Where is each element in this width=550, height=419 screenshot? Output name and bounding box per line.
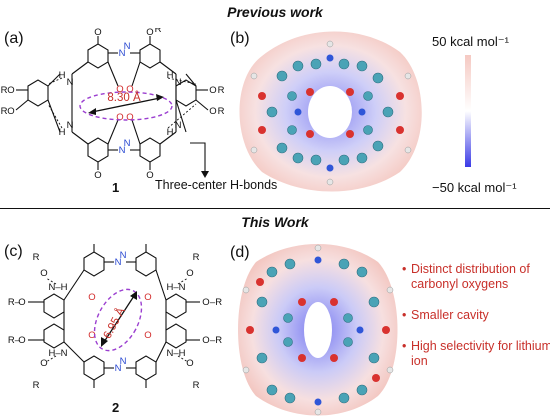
atom-label: N — [67, 120, 74, 131]
svg-text:O: O — [144, 292, 151, 303]
svg-text:O: O — [40, 358, 47, 369]
atom-label: O — [209, 106, 216, 117]
svg-text:N–H: N–H — [166, 348, 185, 359]
panel-label-c: (c) — [4, 243, 23, 260]
svg-text:O: O — [202, 297, 209, 308]
svg-text:N–H: N–H — [48, 282, 67, 293]
atom-label: R — [1, 106, 8, 117]
atom-label: O — [94, 28, 101, 38]
panel-label-b: (b) — [230, 30, 250, 47]
heading-this-work: This Work — [241, 214, 309, 230]
svg-text:N: N — [120, 250, 127, 261]
atom-label: H — [167, 127, 174, 138]
compound-label-2: 2 — [112, 400, 120, 415]
ring — [87, 43, 109, 69]
distance-label-2: 6.95 Å — [101, 305, 128, 341]
compound-label-1: 1 — [112, 180, 120, 195]
atom-label: H — [59, 127, 66, 138]
ring — [139, 43, 161, 69]
atom-label: R — [155, 28, 162, 35]
feature-item-carbonyl: Distinct distribution of carbonyl oxygen… — [402, 262, 550, 292]
nitrogen-spheres — [294, 54, 366, 172]
esp-surface-1 — [239, 31, 422, 192]
cavity-ellipse-1 — [79, 91, 173, 121]
arrowhead — [201, 171, 209, 178]
ring — [27, 79, 49, 107]
structure-2-diagram: NN NN OO OO OO OO N–HH–N H–NN–H OR– OR– … — [8, 244, 222, 391]
svg-text:O: O — [144, 330, 151, 341]
feature-list: Distinct distribution of carbonyl oxygen… — [402, 262, 550, 385]
ring — [139, 137, 161, 163]
panel-label-a: (a) — [4, 30, 24, 47]
colorbar — [465, 55, 471, 167]
atom-label: H — [59, 70, 66, 81]
atom-label: N — [124, 41, 131, 52]
oxygen-spheres — [258, 88, 404, 138]
svg-text:R: R — [33, 252, 40, 263]
atom-label: O — [209, 85, 216, 96]
ring — [87, 137, 109, 163]
feature-item-cavity: Smaller cavity — [402, 308, 550, 323]
svg-text:N: N — [120, 356, 127, 367]
atom-label: O — [116, 84, 123, 95]
atom-label: O — [7, 106, 14, 117]
distance-arrow-1 — [91, 97, 161, 113]
svg-text:O: O — [40, 268, 47, 279]
colorbar-max-label: 50 kcal mol⁻¹ — [432, 34, 509, 49]
svg-text:–R: –R — [210, 297, 222, 308]
svg-text:R–: R– — [8, 335, 21, 346]
svg-text:O: O — [88, 292, 95, 303]
svg-text:H–N: H–N — [48, 348, 67, 359]
atom-label: O — [146, 28, 153, 38]
h-bond-annotation: Three-center H-bonds — [155, 178, 278, 192]
atom-label: N — [119, 145, 126, 156]
cavity — [304, 302, 332, 358]
atom-label: O — [7, 85, 14, 96]
esp-surface-2 — [238, 244, 398, 416]
cavity-ellipse-2 — [93, 288, 143, 352]
svg-text:R–: R– — [8, 297, 21, 308]
panel-label-d: (d) — [230, 244, 250, 261]
svg-text:R: R — [33, 380, 40, 391]
atom-label: O — [94, 170, 101, 180]
svg-text:O: O — [18, 297, 25, 308]
arrowhead — [88, 108, 96, 115]
arrowhead — [156, 94, 164, 101]
svg-text:R: R — [193, 380, 200, 391]
atom-label: O — [116, 112, 123, 123]
atom-label: H — [167, 70, 174, 81]
annotation-pointer — [190, 142, 206, 173]
svg-text:O: O — [186, 358, 193, 369]
atom-label: N — [175, 77, 182, 88]
atom-label: O — [126, 112, 133, 123]
atom-label: R — [218, 85, 225, 96]
svg-text:H–N: H–N — [166, 282, 185, 293]
atom-label: N — [119, 48, 126, 59]
distance-label-1: 8.30 Å — [107, 91, 141, 104]
svg-text:O: O — [186, 268, 193, 279]
atom-spheres — [266, 58, 394, 166]
svg-text:O: O — [202, 335, 209, 346]
svg-text:O: O — [18, 335, 25, 346]
feature-item-selectivity: High selectivity for lithium ion — [402, 339, 550, 369]
atom-label: O — [126, 84, 133, 95]
svg-text:N: N — [115, 363, 122, 374]
distance-arrow-2 — [103, 295, 135, 343]
section-divider — [0, 208, 550, 209]
heading-previous-work: Previous work — [227, 4, 323, 20]
svg-text:R: R — [193, 252, 200, 263]
atom-label: R — [1, 85, 8, 96]
cavity — [308, 86, 352, 138]
atom-label: R — [218, 106, 225, 117]
colorbar-min-label: −50 kcal mol⁻¹ — [432, 180, 517, 195]
atom-label: N — [175, 120, 182, 131]
svg-text:–R: –R — [210, 335, 222, 346]
atom-label: N — [67, 77, 74, 88]
atom-label: O — [146, 170, 153, 180]
atom-label: N — [124, 138, 131, 149]
svg-text:O: O — [88, 330, 95, 341]
svg-text:N: N — [115, 257, 122, 268]
hydrogen-spheres — [250, 40, 412, 186]
structure-1-diagram: N N N N O O O O N H N H N H N H O R O R … — [1, 28, 225, 180]
